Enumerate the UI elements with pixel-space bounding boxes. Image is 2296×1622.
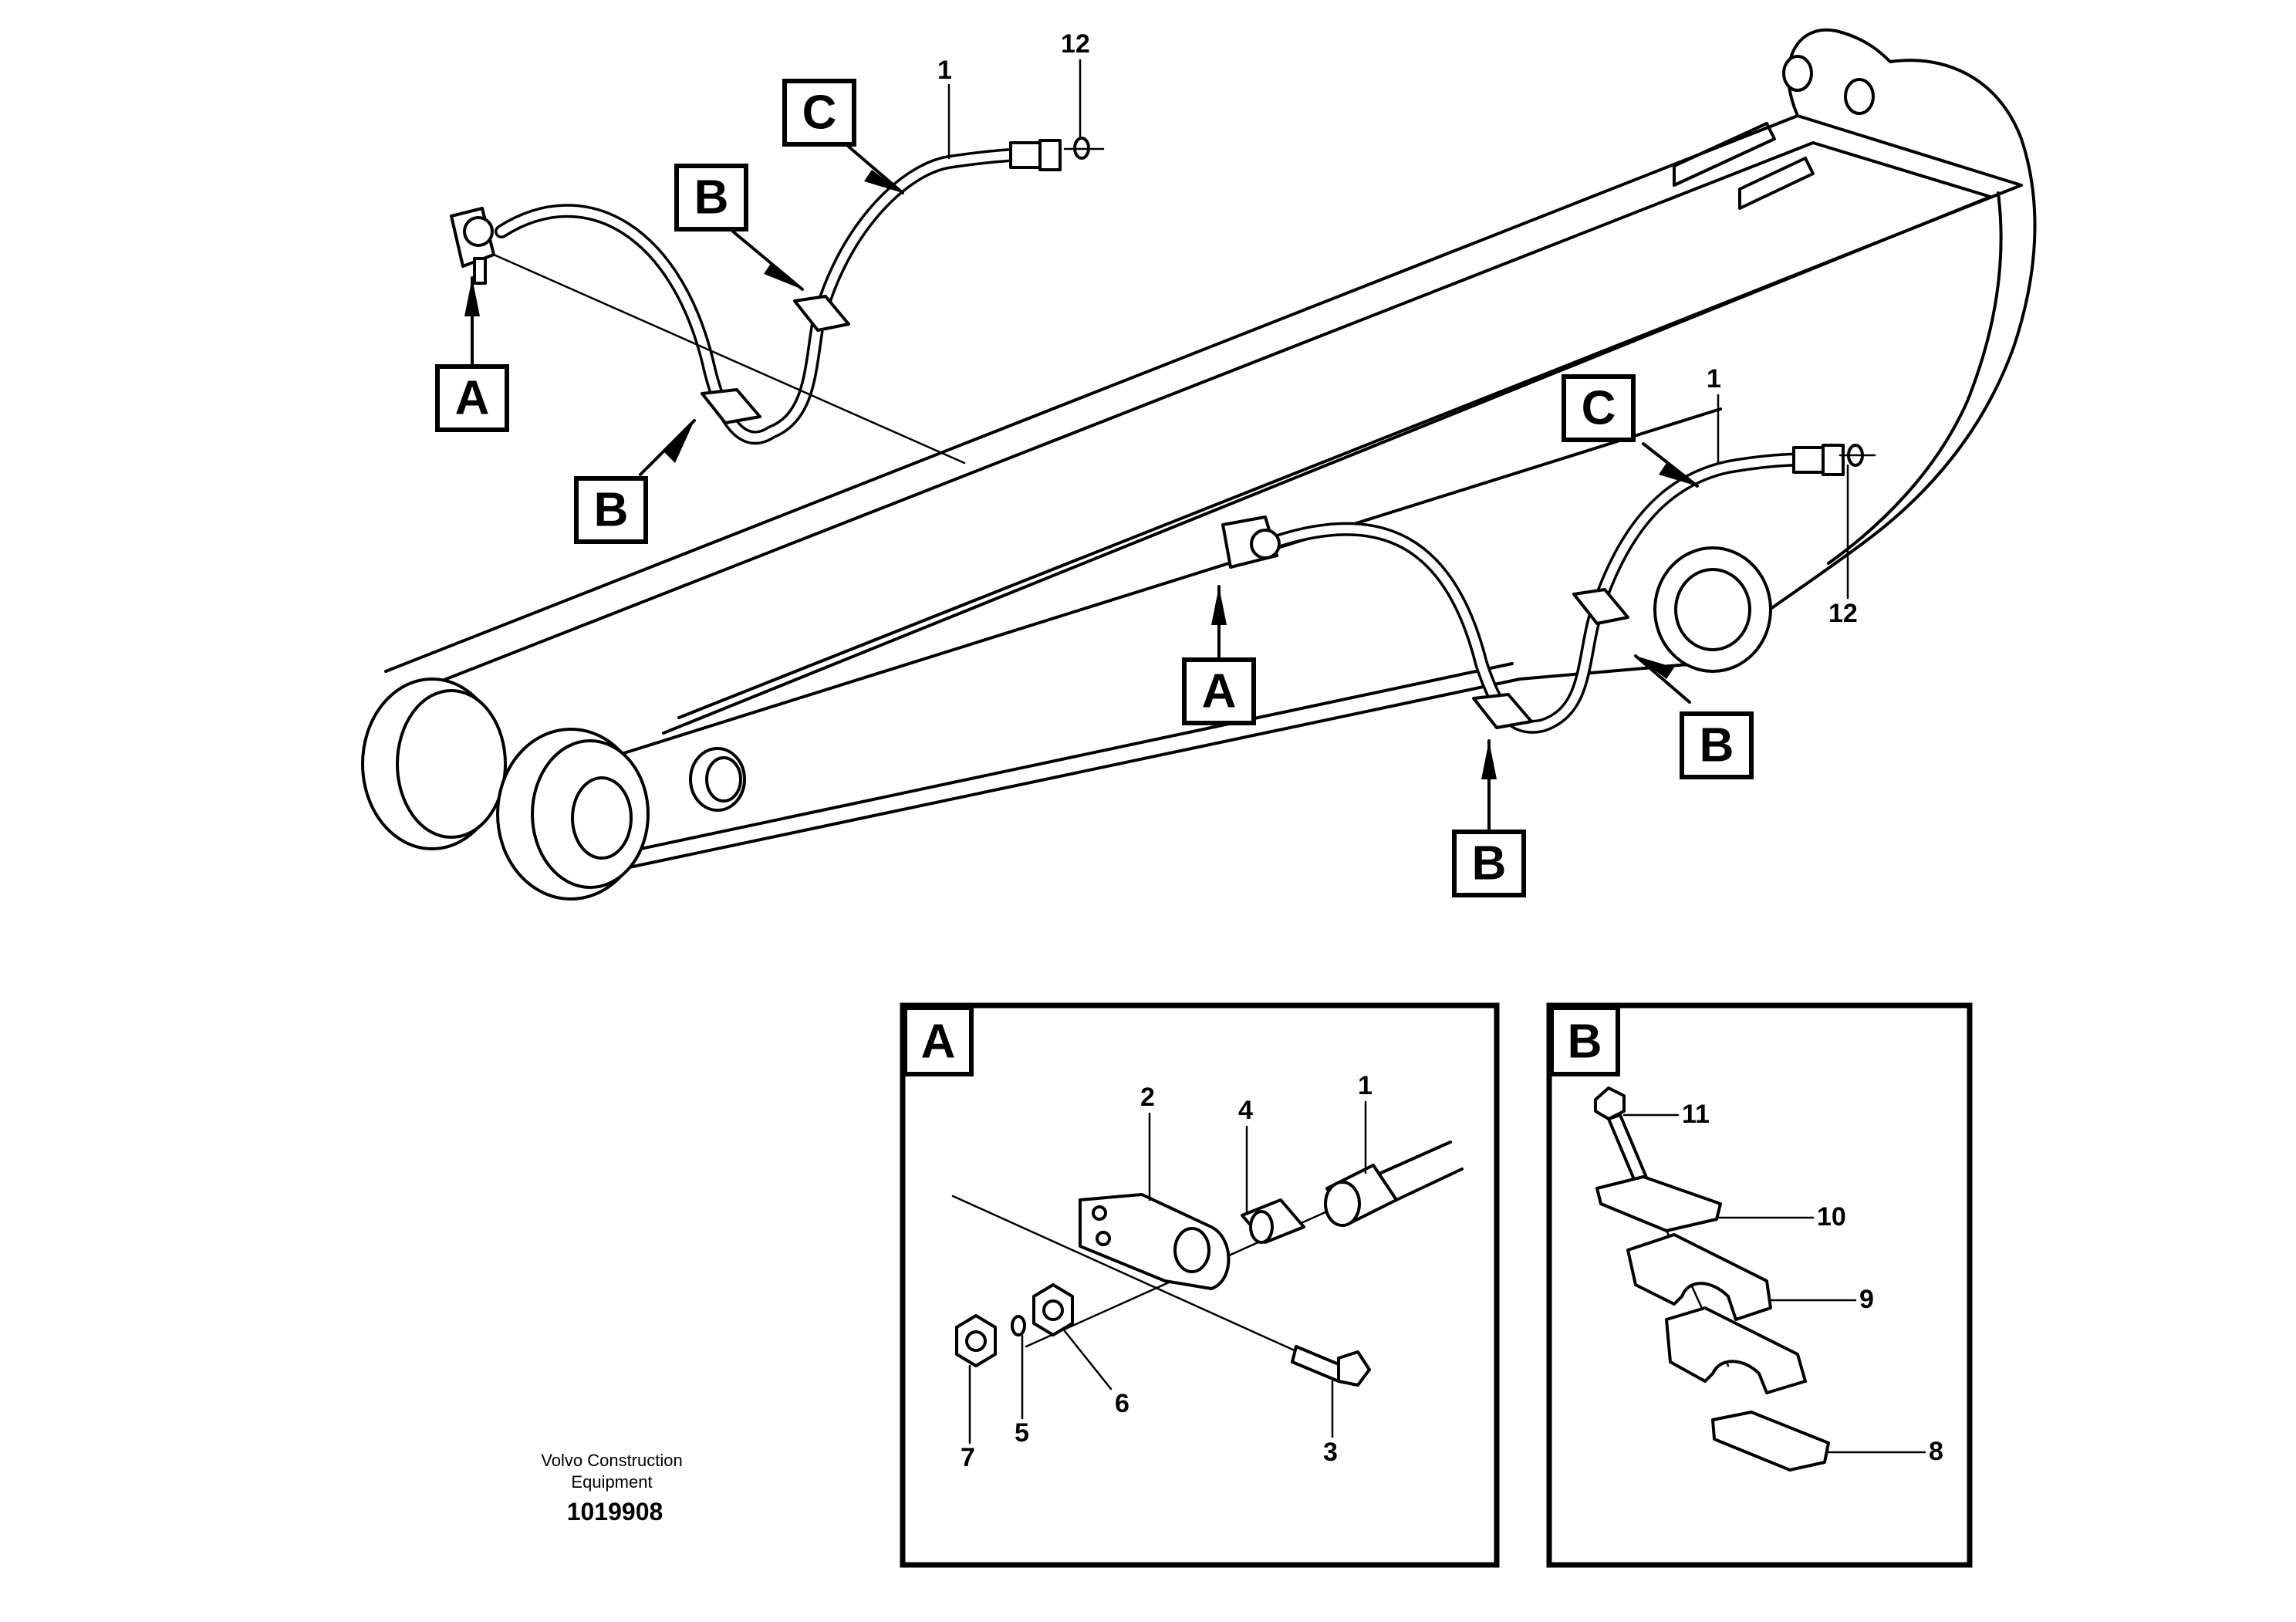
footer-line2: Equipment xyxy=(571,1472,652,1492)
detail-a-label-7: 7 xyxy=(961,1443,975,1472)
footer-brand: Volvo Construction Equipment 1019908 xyxy=(541,1451,682,1526)
detail-a-label-6: 6 xyxy=(1115,1389,1129,1418)
callout-b-right-lower: B xyxy=(1452,739,1526,897)
hose-right xyxy=(1221,444,1876,734)
footer-line1: Volvo Construction xyxy=(541,1451,682,1470)
hose-left xyxy=(450,137,1105,465)
svg-text:B: B xyxy=(694,171,729,225)
svg-text:C: C xyxy=(802,86,837,140)
callout-a-left: A xyxy=(435,276,509,432)
callout-c-left: C xyxy=(782,79,904,194)
svg-text:A: A xyxy=(1202,665,1237,718)
label-hose-right: 1 xyxy=(1707,364,1721,394)
svg-text:C: C xyxy=(1582,382,1616,435)
callout-c-right: C xyxy=(1562,374,1699,488)
detail-a-label-2: 2 xyxy=(1140,1083,1155,1112)
svg-text:B: B xyxy=(1700,719,1734,772)
callout-b-left-upper: B xyxy=(674,164,804,291)
svg-text:B: B xyxy=(1472,837,1507,890)
boom-arm xyxy=(361,28,2037,901)
callout-b-left-lower: B xyxy=(574,419,696,544)
boom-number-labels: 1 12 1 12 xyxy=(937,29,1858,628)
detail-a-label-3: 3 xyxy=(1323,1438,1338,1467)
svg-text:A: A xyxy=(455,372,490,425)
detail-a-label-5: 5 xyxy=(1015,1418,1029,1448)
callout-b-right-side: B xyxy=(1634,654,1754,779)
callout-boxes: A B B C A xyxy=(435,79,1754,897)
detail-b-panel: B 11 10 9 8 xyxy=(1546,1002,1973,1568)
detail-a-panel: A 2 4 1 7 5 xyxy=(900,1002,1500,1568)
callout-a-right: A xyxy=(1182,585,1256,725)
detail-b-label-9: 9 xyxy=(1859,1285,1874,1314)
detail-a-label-1: 1 xyxy=(1358,1071,1373,1100)
footer-code: 1019908 xyxy=(567,1498,663,1526)
detail-b-label-11: 11 xyxy=(1682,1100,1710,1129)
detail-b-label-8: 8 xyxy=(1929,1437,1943,1466)
detail-b-title: B xyxy=(1568,1015,1602,1069)
label-oring-right: 12 xyxy=(1828,599,1858,628)
detail-a-label-4: 4 xyxy=(1238,1096,1253,1125)
label-hose-left: 1 xyxy=(937,56,952,85)
detail-b-label-10: 10 xyxy=(1817,1202,1846,1232)
svg-text:B: B xyxy=(594,484,629,537)
label-oring-left: 12 xyxy=(1061,29,1090,59)
detail-a-title: A xyxy=(921,1015,956,1069)
